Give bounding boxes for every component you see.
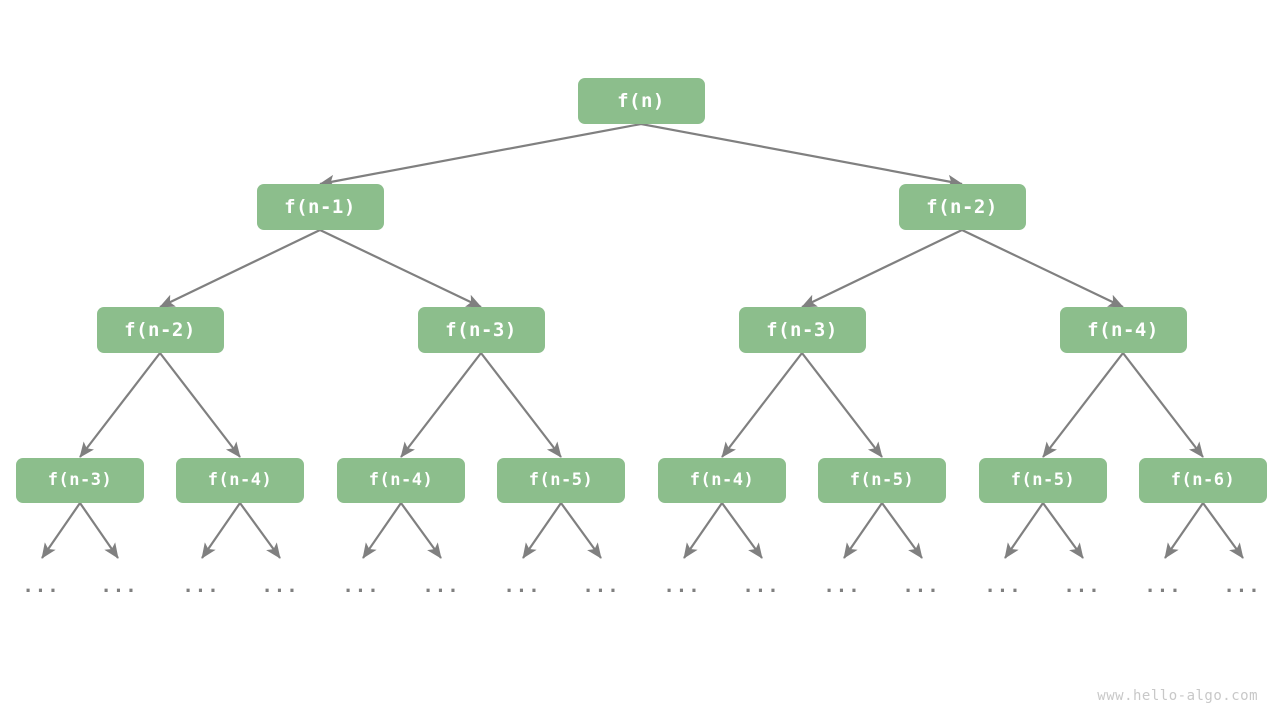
tree-node-label: f(n-4) xyxy=(207,470,273,490)
tree-node-label: f(n-3) xyxy=(766,319,838,341)
tree-edge xyxy=(362,502,402,559)
tree-edge xyxy=(843,502,883,559)
ellipsis-marker: ... xyxy=(1223,575,1261,597)
tree-node-label: f(n-6) xyxy=(1170,470,1236,490)
ellipsis-marker: ... xyxy=(22,575,60,597)
tree-edge xyxy=(41,502,81,559)
tree-edge xyxy=(1122,352,1204,458)
tree-node-label: f(n-1) xyxy=(284,196,356,218)
tree-edge xyxy=(801,229,963,308)
tree-edge xyxy=(961,229,1124,308)
tree-edge xyxy=(79,352,161,458)
tree-node: f(n-4) xyxy=(176,457,304,503)
ellipsis-marker: ... xyxy=(422,575,460,597)
tree-edge xyxy=(801,352,883,458)
tree-node: f(n-4) xyxy=(1059,307,1187,353)
tree-edge xyxy=(400,502,442,559)
tree-edge xyxy=(1042,352,1124,458)
tree-edge xyxy=(239,502,281,559)
ellipsis-marker: ... xyxy=(261,575,299,597)
ellipsis-marker: ... xyxy=(100,575,138,597)
ellipsis-marker: ... xyxy=(984,575,1022,597)
tree-node-label: f(n-4) xyxy=(1087,319,1159,341)
tree-node: f(n-2) xyxy=(96,307,224,353)
ellipsis-marker: ... xyxy=(823,575,861,597)
tree-node: f(n-5) xyxy=(497,457,625,503)
tree-node-label: f(n) xyxy=(617,90,665,112)
tree-edge xyxy=(319,122,642,188)
tree-edge xyxy=(159,229,321,308)
watermark: www.hello-algo.com xyxy=(1097,688,1258,704)
tree-node-label: f(n-4) xyxy=(368,470,434,490)
tree-edge xyxy=(79,502,119,559)
tree-node-label: f(n-3) xyxy=(445,319,517,341)
tree-edge xyxy=(721,502,763,559)
tree-node: f(n-4) xyxy=(658,457,786,503)
tree-edge xyxy=(159,352,241,458)
tree-edge xyxy=(522,502,562,559)
tree-edge xyxy=(1164,502,1204,559)
ellipsis-marker: ... xyxy=(182,575,220,597)
tree-edge xyxy=(683,502,723,559)
tree-node-label: f(n-2) xyxy=(926,196,998,218)
tree-node: f(n-1) xyxy=(256,184,384,230)
ellipsis-marker: ... xyxy=(1144,575,1182,597)
tree-edge xyxy=(640,122,963,188)
tree-node: f(n-2) xyxy=(898,184,1026,230)
ellipsis-marker: ... xyxy=(663,575,701,597)
tree-node-label: f(n-4) xyxy=(689,470,755,490)
tree-edge xyxy=(201,502,241,559)
tree-edge xyxy=(1202,502,1244,559)
tree-node: f(n-5) xyxy=(818,457,946,503)
tree-edge xyxy=(480,352,562,458)
tree-node: f(n-3) xyxy=(417,307,545,353)
tree-edge xyxy=(400,352,482,458)
tree-edge xyxy=(560,502,602,559)
tree-node-label: f(n-5) xyxy=(528,470,594,490)
tree-edge xyxy=(721,352,803,458)
tree-node-label: f(n-5) xyxy=(1010,470,1076,490)
tree-node-label: f(n-3) xyxy=(47,470,113,490)
tree-edge xyxy=(319,229,482,308)
tree-edge xyxy=(1042,502,1084,559)
tree-edge xyxy=(881,502,923,559)
ellipsis-marker: ... xyxy=(902,575,940,597)
tree-node: f(n-3) xyxy=(16,457,144,503)
ellipsis-marker: ... xyxy=(582,575,620,597)
tree-node: f(n-4) xyxy=(337,457,465,503)
tree-node: f(n-5) xyxy=(979,457,1107,503)
ellipsis-marker: ... xyxy=(503,575,541,597)
tree-node-label: f(n-5) xyxy=(849,470,915,490)
tree-node: f(n-6) xyxy=(1139,457,1267,503)
ellipsis-marker: ... xyxy=(342,575,380,597)
tree-node: f(n) xyxy=(577,78,705,124)
tree-edge xyxy=(1004,502,1044,559)
ellipsis-marker: ... xyxy=(1063,575,1101,597)
tree-node: f(n-3) xyxy=(738,307,866,353)
tree-node-label: f(n-2) xyxy=(124,319,196,341)
ellipsis-marker: ... xyxy=(742,575,780,597)
